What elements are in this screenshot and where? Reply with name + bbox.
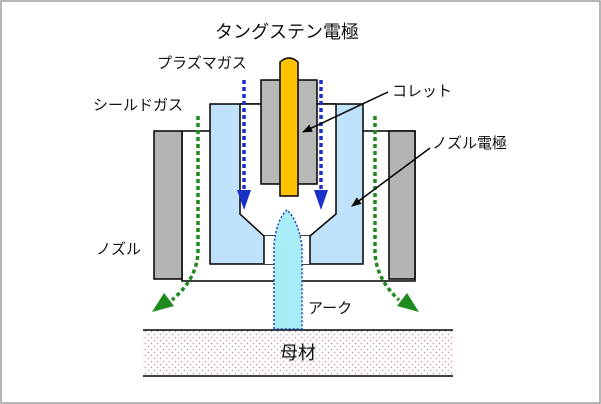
plasma-arc (274, 210, 302, 329)
collet-leader-line (302, 91, 389, 133)
plasma-gas-arrow-left (237, 80, 251, 210)
label-tungsten-electrode: タングステン電極 (215, 22, 359, 43)
shield-gas-arrow-left (152, 116, 200, 312)
label-plasma-gas: プラズマガス (157, 54, 247, 72)
base-metal (143, 329, 453, 377)
label-nozzle-electrode: ノズル電極 (432, 134, 507, 152)
shield-gas-arrow-right (373, 116, 419, 312)
label-nozzle: ノズル (96, 240, 141, 258)
label-collet: コレット (392, 82, 452, 100)
plasma-gas-arrow-right (314, 80, 328, 210)
nozzle-right (388, 130, 416, 280)
label-shield-gas: シールドガス (93, 96, 183, 114)
tungsten-electrode (279, 57, 299, 197)
nozzle-electrode-leader-line (351, 147, 431, 207)
nozzle-left (153, 130, 183, 280)
label-base-metal: 母材 (280, 343, 316, 364)
label-arc: アーク (308, 299, 352, 317)
